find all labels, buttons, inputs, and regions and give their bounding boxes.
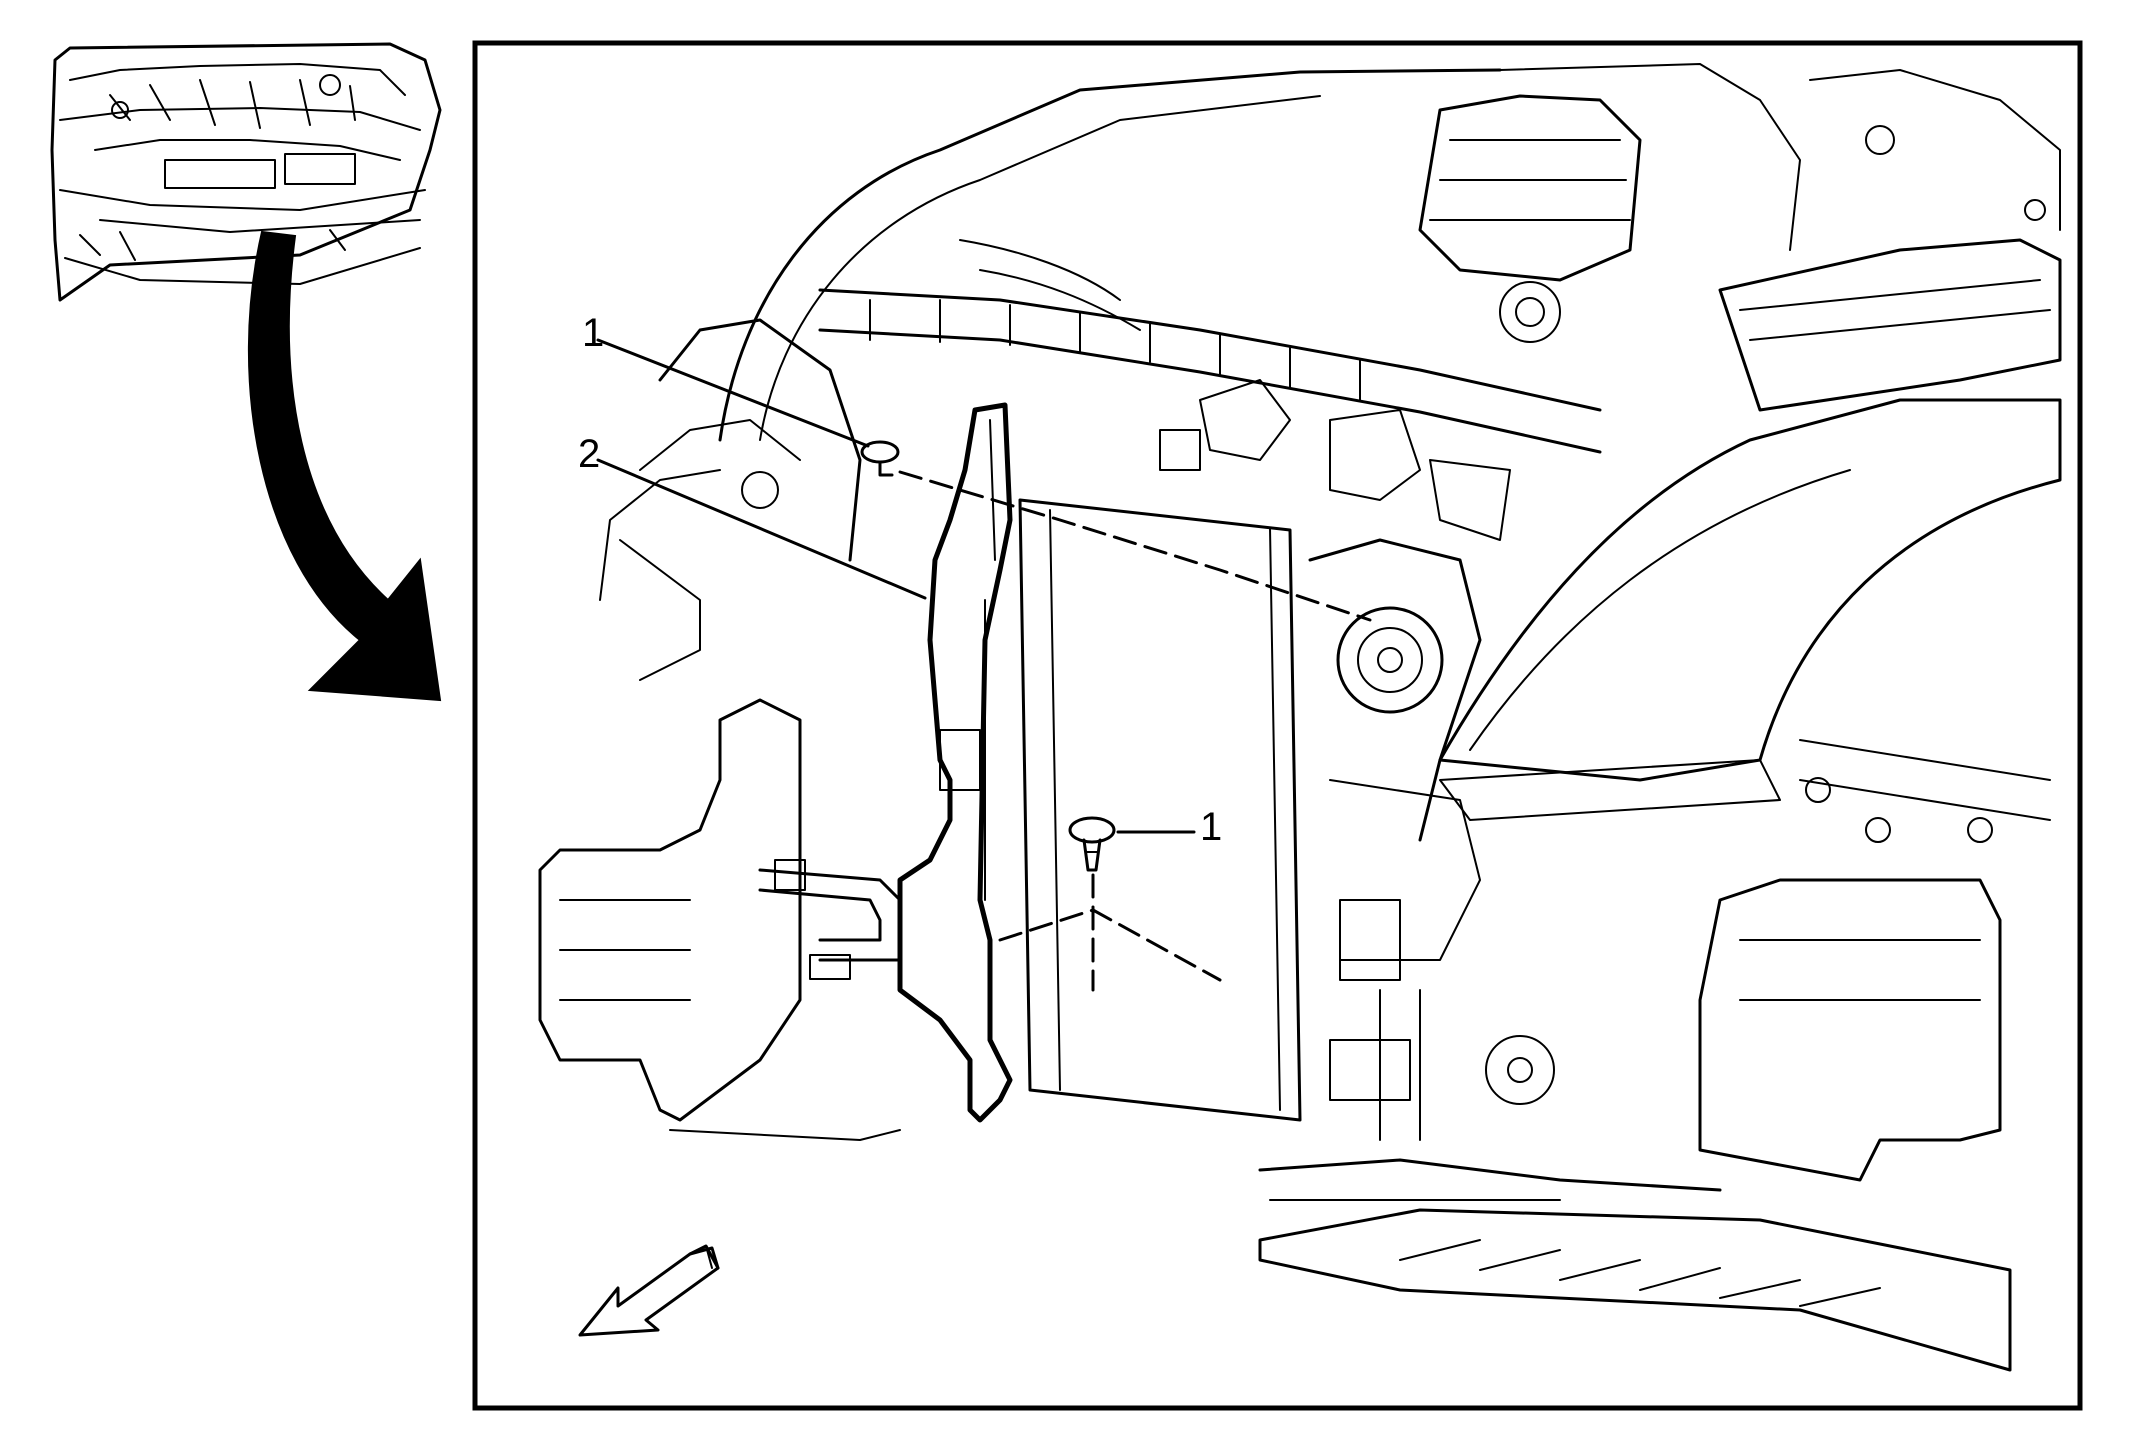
callout-2-label: 2 (578, 432, 600, 476)
locator-thumbnail (50, 42, 442, 302)
vehicle-front-arrow-icon (578, 1244, 720, 1337)
installation-path-lines (898, 470, 1372, 992)
callout-labels: 1 2 1 (578, 311, 1222, 849)
radiator-side-air-baffle (897, 402, 1013, 1123)
push-pin-retainer-lower (1068, 816, 1116, 872)
detail-frame (472, 40, 2083, 1411)
push-pin-retainer-upper (860, 440, 900, 477)
curved-arrow-icon (247, 230, 442, 702)
callout-1-upper-label: 1 (582, 311, 604, 355)
engine-bay-linework (538, 63, 2062, 1372)
callout-1-lower-label: 1 (1200, 805, 1222, 849)
leader-lines (596, 338, 1196, 834)
